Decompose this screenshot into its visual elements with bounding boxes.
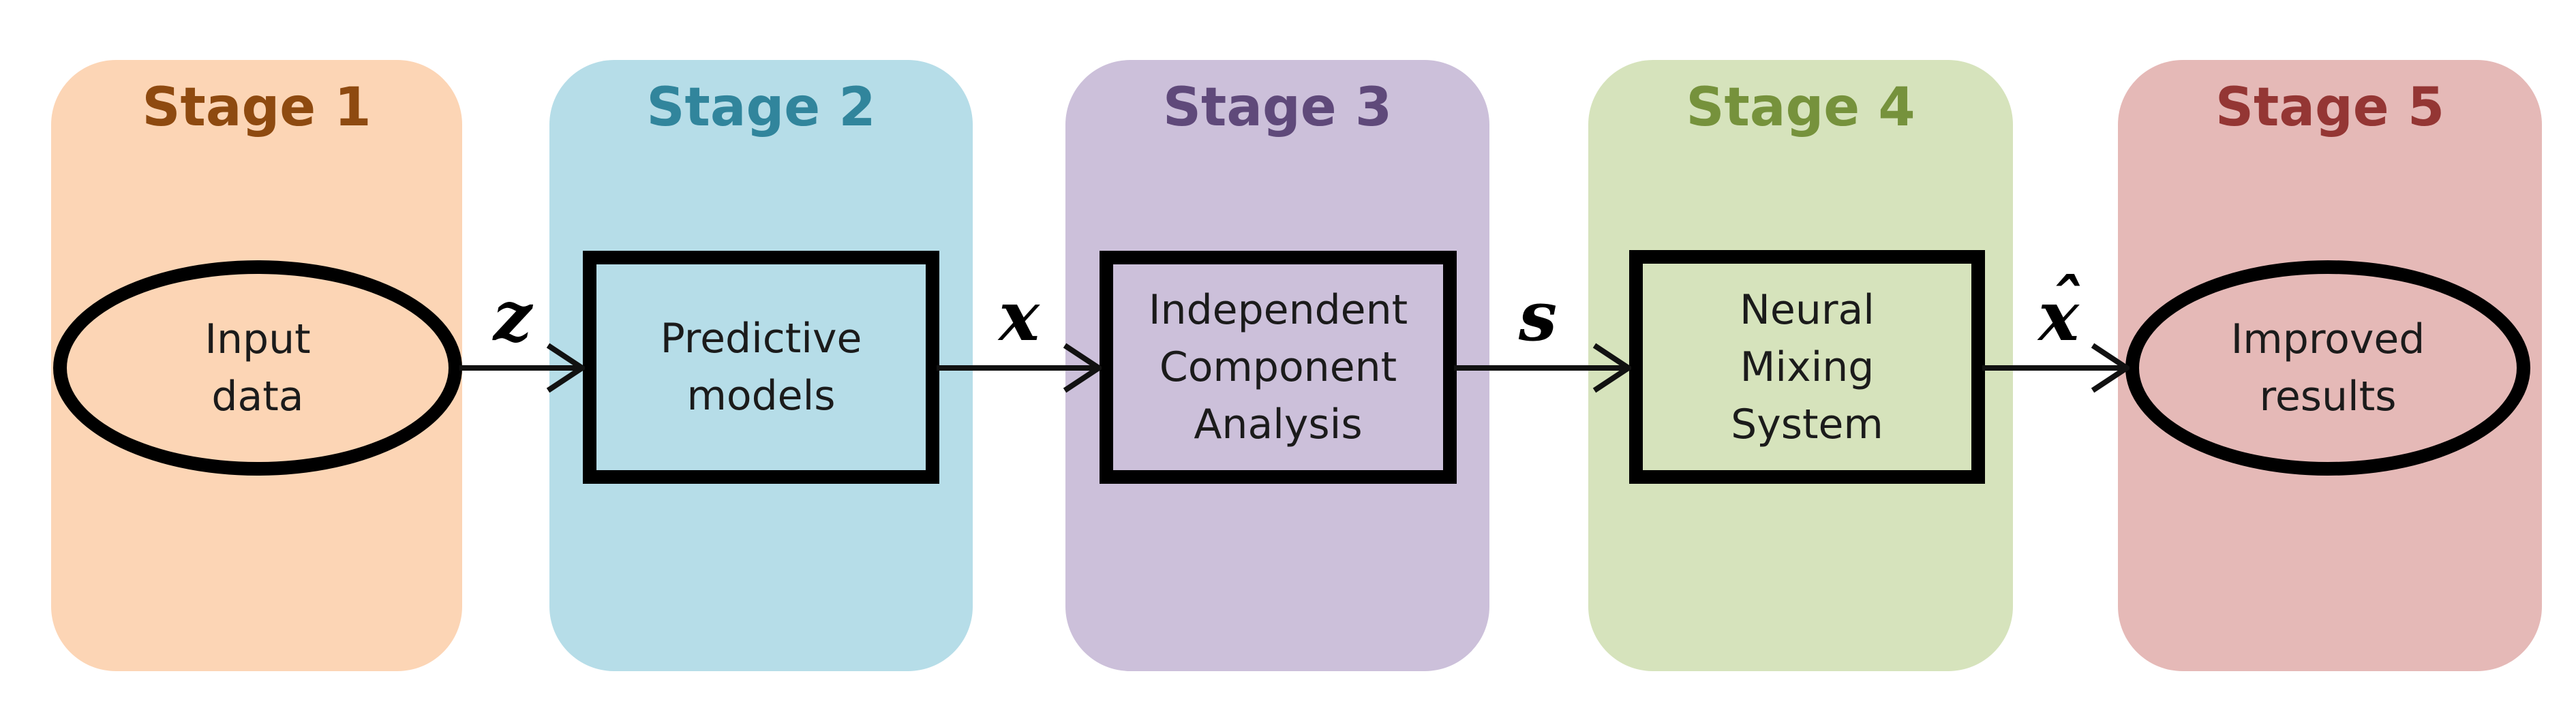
improved-results-line-2: results xyxy=(2259,373,2397,420)
hat-accent: ˆ xyxy=(2049,266,2082,341)
flow-arrow-s xyxy=(1454,343,1631,393)
signal-label-s: s xyxy=(1519,282,1557,350)
independent-component-analysis-label: Independent Component Analysis xyxy=(1149,281,1408,453)
stage-5-title: Stage 5 xyxy=(2215,77,2445,138)
stage-3-panel: Stage 3 xyxy=(1065,60,1489,671)
flow-arrow-x-hat xyxy=(1982,343,2130,393)
independent-component-analysis-box: Independent Component Analysis xyxy=(1100,251,1457,484)
stage-1-title: Stage 1 xyxy=(142,77,372,138)
stage-4-panel: Stage 4 xyxy=(1588,60,2013,671)
ica-line-3: Analysis xyxy=(1194,401,1363,448)
flow-arrow-z xyxy=(459,343,585,393)
input-data-line-1: Input xyxy=(204,315,311,363)
ica-line-1: Independent xyxy=(1148,286,1408,334)
nms-line-1: Neural xyxy=(1740,285,1875,334)
stage-3-title: Stage 3 xyxy=(1162,77,1393,138)
improved-results-line-1: Improved xyxy=(2230,315,2425,363)
stage-2-title: Stage 2 xyxy=(646,77,876,138)
nms-line-3: System xyxy=(1731,400,1883,448)
stage-4-title: Stage 4 xyxy=(1686,77,1915,138)
signal-s: s xyxy=(1518,276,1558,356)
stage-2-panel: Stage 2 xyxy=(549,60,973,671)
predictive-models-line-2: models xyxy=(686,372,836,420)
signal-x-hat-base: x xyxy=(2038,276,2079,356)
predictive-models-box: Predictive models xyxy=(583,251,939,484)
signal-label-x: x xyxy=(999,282,1040,350)
input-data-label: Input data xyxy=(204,311,310,425)
improved-results-label: Improved results xyxy=(2231,311,2425,425)
predictive-models-label: Predictive models xyxy=(661,310,862,425)
signal-z: z xyxy=(493,276,532,356)
predictive-models-line-1: Predictive xyxy=(660,315,862,362)
flow-arrow-x xyxy=(937,343,1102,393)
nms-line-2: Mixing xyxy=(1740,343,1875,391)
neural-mixing-system-box: Neural Mixing System xyxy=(1629,250,1985,484)
improved-results-ellipse: Improved results xyxy=(2125,260,2530,476)
signal-label-z: z xyxy=(494,282,532,350)
input-data-ellipse: Input data xyxy=(53,260,462,476)
signal-x: x xyxy=(999,276,1040,356)
neural-mixing-system-label: Neural Mixing System xyxy=(1731,281,1883,453)
ica-line-2: Component xyxy=(1159,343,1397,391)
input-data-line-2: data xyxy=(211,373,304,420)
signal-label-x-hat: ˆ x xyxy=(2038,271,2082,350)
